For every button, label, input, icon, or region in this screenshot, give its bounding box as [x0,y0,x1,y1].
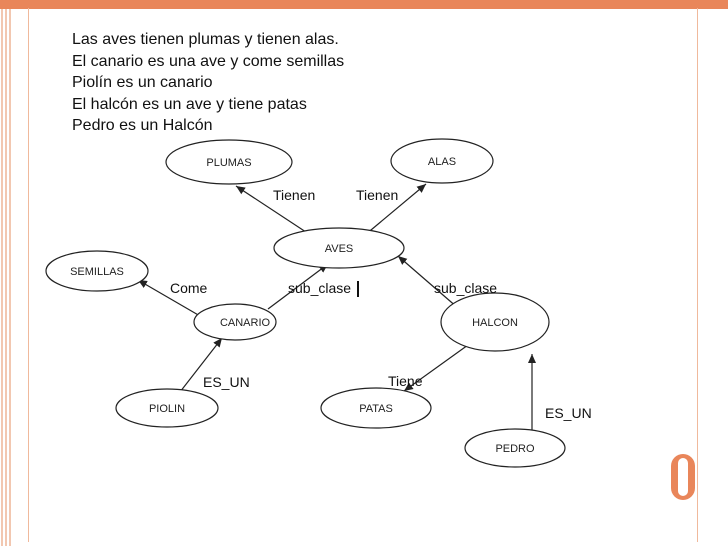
node-patas [320,387,432,429]
edge-halcon-aves [397,255,459,309]
edge-piolin-canario [179,337,223,393]
intro-line: Piolín es un canario [72,74,213,91]
edge-label-halcon-patas: Tiene [388,373,423,389]
strip-line [1,9,3,546]
top-accent-bar [0,0,728,9]
node-halcon [440,292,550,352]
node-alas [390,138,494,184]
node-aves [273,227,405,269]
scroll-handle[interactable] [671,454,695,500]
node-label-canario: CANARIO [220,317,271,329]
edge-label-canario-semillas: Come [170,280,208,296]
node-pedro [464,428,566,468]
node-label-piolin: PIOLIN [149,403,185,415]
intro-text: Las aves tienen plumas y tienen alas. El… [72,29,344,137]
strip-line [9,9,11,546]
node-label-halcon: HALCON [472,317,518,329]
node-label-alas: ALAS [428,156,456,168]
edge-aves-plumas [235,185,313,237]
node-label-patas: PATAS [359,403,393,415]
edge-canario-aves [267,263,329,310]
node-label-plumas: PLUMAS [206,157,251,169]
edge-label-piolin-canario: ES_UN [203,374,250,390]
intro-line: El canario es una ave y come semillas [72,52,345,70]
intro-line: El halcón es un ave y tiene patas [72,95,307,113]
node-label-semillas: SEMILLAS [70,266,124,278]
node-label-pedro: PEDRO [495,443,535,455]
edge-label-aves-plumas: Tienen [273,187,315,203]
edge-aves-alas [364,183,427,236]
node-canario [193,303,277,341]
left-decorative-strip [0,9,11,546]
intro-line: Las aves tienen plumas y tienen alas. [72,31,339,48]
edge-label-canario-aves: sub_clase [288,280,351,296]
strip-line [5,9,7,546]
edge-halcon-patas [403,344,469,392]
slide-border [28,8,698,542]
edge-label-halcon-aves: sub_clase [434,280,497,296]
edge-canario-semillas [137,279,201,317]
node-plumas [165,139,293,185]
edge-label-pedro-halcon: ES_UN [545,405,592,421]
node-label-aves: AVES [325,243,354,255]
intro-line: Pedro es un Halcón [72,117,213,134]
node-semillas [45,250,149,292]
edge-label-aves-alas: Tienen [356,187,398,203]
node-piolin [115,388,219,428]
